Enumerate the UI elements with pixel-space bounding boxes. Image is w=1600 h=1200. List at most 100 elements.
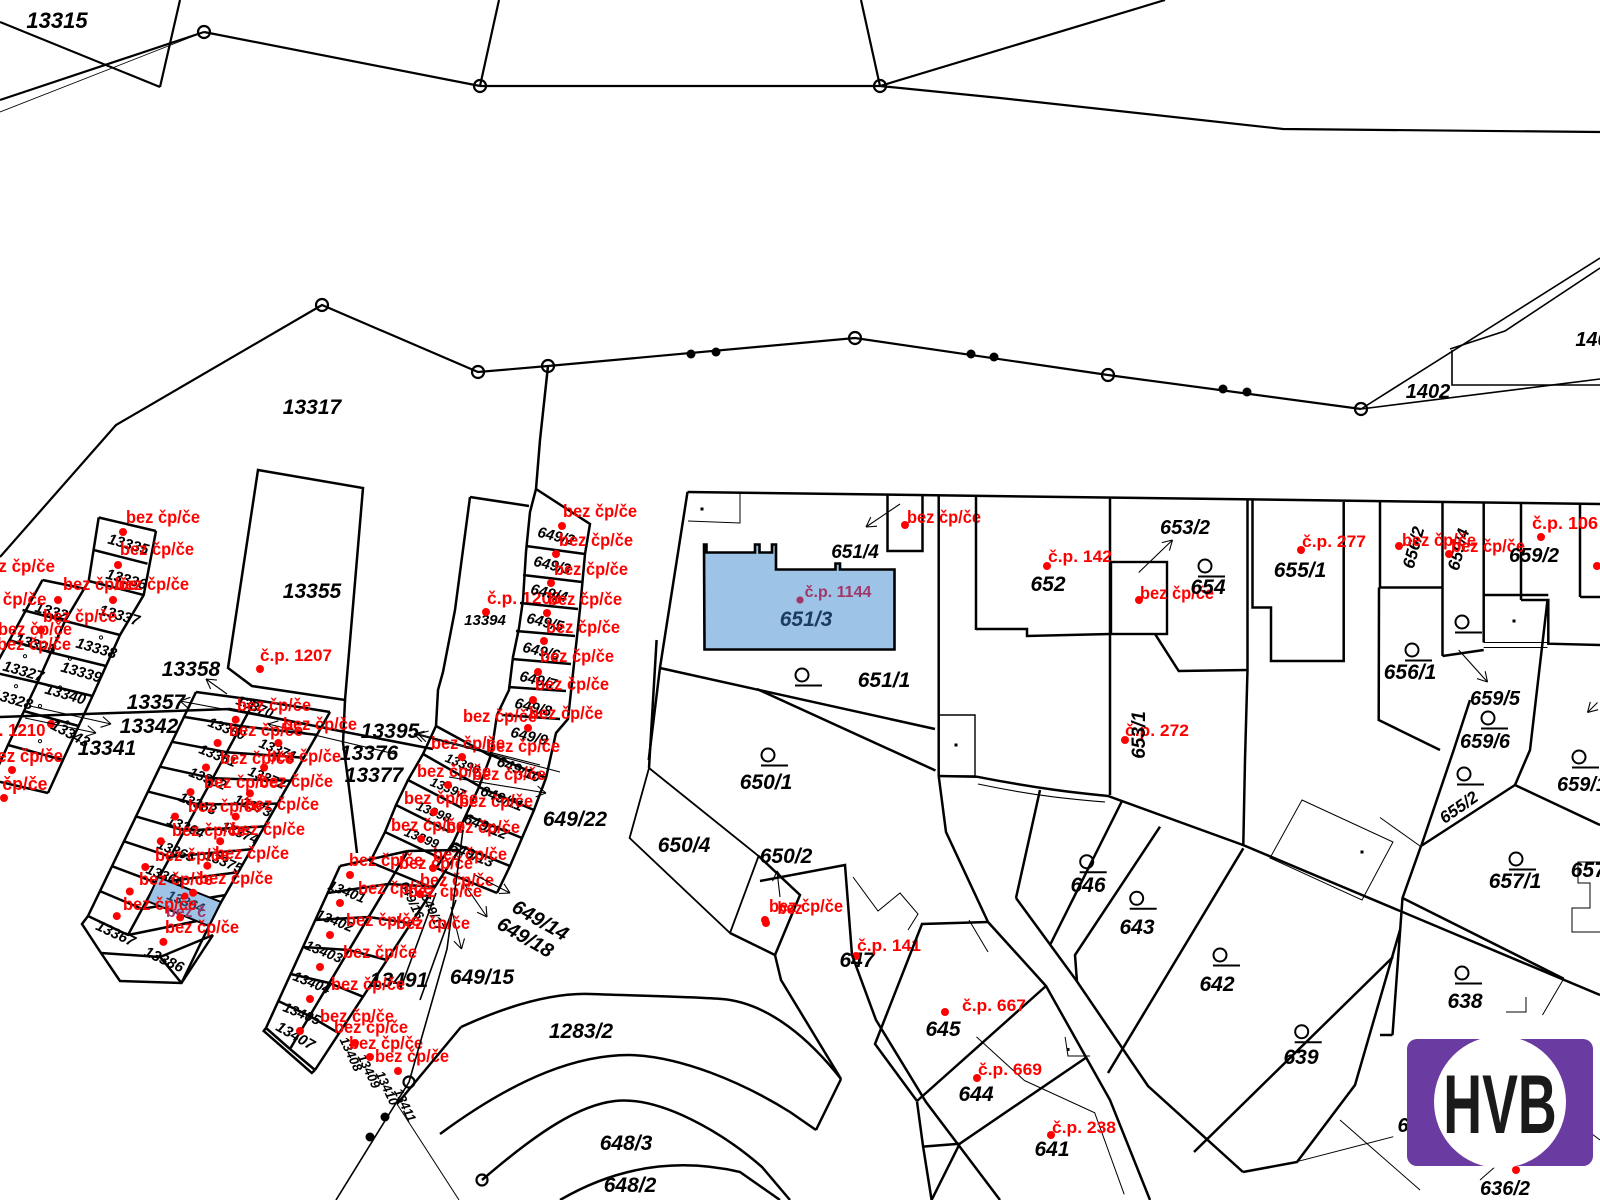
svg-text:bez čp/če: bez čp/če: [139, 869, 213, 889]
svg-text:643: 643: [1119, 916, 1154, 939]
svg-text:bez čp/če: bez čp/če: [123, 894, 197, 914]
svg-text:č.p. 1207: č.p. 1207: [260, 646, 332, 665]
svg-text:648/2: 648/2: [604, 1174, 657, 1197]
svg-text:13394: 13394: [464, 612, 506, 629]
svg-text:z čp/če: z čp/če: [0, 774, 48, 794]
svg-text:bez čp/če: bez čp/če: [172, 820, 246, 840]
svg-text:647: 647: [839, 949, 875, 972]
svg-text:bez čp/če: bez čp/če: [237, 695, 311, 715]
svg-text:č.p. 142: č.p. 142: [1048, 547, 1112, 566]
svg-text:659/5: 659/5: [1470, 688, 1521, 710]
svg-text:bez čp/če: bez čp/če: [399, 853, 473, 873]
svg-text:644: 644: [958, 1083, 993, 1106]
svg-text:655/1: 655/1: [1274, 559, 1327, 582]
svg-text:652: 652: [1030, 573, 1065, 596]
svg-text:659/6: 659/6: [1460, 731, 1511, 753]
svg-text:bez čp/če: bez čp/če: [63, 574, 137, 594]
svg-text:645: 645: [925, 1018, 960, 1041]
svg-text:bez čp/če: bez čp/če: [391, 815, 465, 835]
svg-text:bez čp/če: bez čp/če: [155, 845, 229, 865]
svg-text:bez čp/če: bez čp/če: [1402, 530, 1476, 550]
svg-text:bez čp/če: bez čp/če: [199, 868, 273, 888]
svg-text:bez čp/če: bez čp/če: [259, 771, 333, 791]
svg-text:659/1: 659/1: [1557, 774, 1600, 796]
svg-text:bez čp/če: bez čp/če: [463, 706, 537, 726]
svg-text:bez: bez: [778, 898, 803, 918]
svg-text:13395: 13395: [361, 720, 420, 743]
svg-text:bez čp/če: bez čp/če: [540, 646, 614, 666]
svg-text:653/1: 653/1: [1129, 711, 1150, 759]
svg-text:bez čp/če: bez čp/če: [188, 796, 262, 816]
svg-text:bez čp/če: bez čp/če: [220, 748, 294, 768]
svg-text:bez čp/če: bez čp/če: [349, 1033, 423, 1053]
svg-text:bez čp/če: bez čp/če: [231, 819, 305, 839]
svg-text:bez čp/če: bez čp/če: [375, 1046, 449, 1066]
svg-text:bez čp/če: bez čp/če: [1140, 583, 1214, 603]
svg-text:bez čp/če: bez čp/če: [0, 634, 71, 654]
svg-text:653/2: 653/2: [1160, 517, 1210, 539]
svg-text:ez čp/če: ez čp/če: [0, 556, 55, 576]
svg-text:bez čp/če: bez čp/če: [43, 606, 117, 626]
svg-text:bez čp/če: bez čp/če: [548, 589, 622, 609]
svg-text:bez čp/če: bez čp/če: [1451, 536, 1525, 556]
svg-text:bez čp/če: bez čp/če: [459, 791, 533, 811]
svg-text:bez čp/če: bez čp/če: [472, 764, 546, 784]
svg-text:636/2: 636/2: [1480, 1178, 1530, 1200]
svg-text:13315: 13315: [26, 8, 88, 33]
svg-text:z čp/če: z čp/če: [0, 589, 47, 609]
svg-text:13358: 13358: [162, 658, 221, 681]
svg-text:657/1: 657/1: [1489, 870, 1542, 893]
svg-text:bez čp/če: bez čp/če: [417, 761, 491, 781]
svg-text:13341: 13341: [78, 737, 136, 760]
svg-text:651/3: 651/3: [780, 608, 833, 631]
svg-text:656/1: 656/1: [1384, 661, 1437, 684]
svg-text:bez č: bez č: [166, 904, 206, 921]
svg-text:č.p. 272: č.p. 272: [1125, 721, 1189, 740]
svg-text:13355: 13355: [283, 580, 342, 603]
svg-text:638: 638: [1447, 990, 1482, 1013]
svg-text:bez čp/če: bez čp/če: [358, 878, 432, 898]
svg-text:bez čp/če: bez čp/če: [769, 896, 843, 916]
svg-text:641: 641: [1034, 1138, 1069, 1161]
svg-text:bez čp/če: bez čp/če: [331, 974, 405, 994]
svg-text:651/1: 651/1: [858, 669, 911, 692]
svg-text:13377: 13377: [345, 764, 405, 787]
svg-text:č.p. 238: č.p. 238: [1052, 1118, 1116, 1137]
svg-text:bez čp/če: bez čp/če: [563, 501, 637, 521]
svg-text:13342: 13342: [120, 715, 179, 738]
svg-text:bez čp/če: bez čp/če: [431, 733, 505, 753]
svg-text:bez čp/če: bez čp/če: [404, 788, 478, 808]
svg-text:č.p. 667: č.p. 667: [962, 996, 1026, 1015]
svg-text:bez čp/če: bez čp/če: [334, 1017, 408, 1037]
svg-text:659/2: 659/2: [1509, 545, 1559, 567]
svg-text:13357: 13357: [127, 691, 187, 714]
svg-text:č.p. 1144: č.p. 1144: [805, 584, 872, 601]
svg-text:650/2: 650/2: [760, 845, 813, 868]
svg-text:bez čp/če: bez čp/če: [396, 913, 470, 933]
svg-text:č.p. 141: č.p. 141: [857, 936, 921, 955]
svg-text:bez čp/če: bez čp/če: [346, 910, 420, 930]
svg-text:bez čp/če: bez čp/če: [546, 617, 620, 637]
svg-text:bez čp/če: bez čp/če: [343, 942, 417, 962]
svg-text:HVB: HVB: [1443, 1057, 1556, 1151]
svg-text:bez čp/če: bez čp/če: [245, 794, 319, 814]
svg-text:bez čp/če: bez čp/če: [0, 619, 72, 639]
svg-text:bez čp/če: bez čp/če: [320, 1006, 394, 1026]
svg-text:13317: 13317: [283, 396, 343, 419]
svg-text:bez čp/če: bez čp/če: [535, 674, 609, 694]
svg-text:č.p. 277: č.p. 277: [1302, 532, 1366, 551]
svg-text:bez čp/če: bez čp/če: [267, 746, 341, 766]
svg-text:bez čp/če: bez čp/če: [126, 507, 200, 527]
svg-text:1402: 1402: [1406, 381, 1451, 403]
svg-text:bez čp/če: bez čp/če: [349, 850, 423, 870]
svg-text:140: 140: [1575, 329, 1600, 351]
svg-text:639: 639: [1283, 1046, 1318, 1069]
svg-text:654: 654: [1190, 576, 1225, 599]
svg-text:p. 1210: p. 1210: [0, 720, 46, 740]
svg-text:649/22: 649/22: [543, 808, 608, 831]
svg-text:649/15: 649/15: [450, 966, 515, 989]
svg-text:č.p. 669: č.p. 669: [978, 1060, 1042, 1079]
svg-text:bez čp/če: bez čp/če: [120, 539, 194, 559]
svg-text:651/4: 651/4: [831, 542, 879, 563]
svg-text:bez čp/če: bez čp/če: [215, 843, 289, 863]
